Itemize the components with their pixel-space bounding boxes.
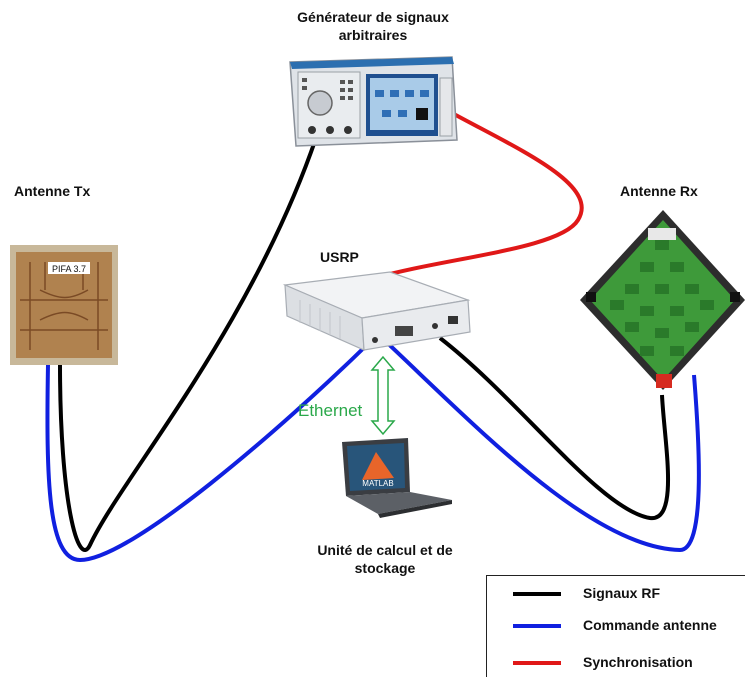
rf-cable-rx <box>438 336 671 521</box>
sync-cable <box>367 111 584 282</box>
rf-cable-tx <box>58 137 318 552</box>
command-cable-rx <box>380 336 701 553</box>
legend-item-sync: Synchronisation <box>487 653 745 673</box>
rx-antenna <box>580 210 745 390</box>
compute-label: Unité de calcul et de stockage <box>317 542 453 576</box>
legend-text-rf: Signaux RF <box>583 585 661 601</box>
antenna-rx-label: Antenne Rx <box>620 183 698 199</box>
legend-swatch-sync <box>513 661 561 665</box>
laptop: MATLAB <box>342 438 452 518</box>
antenna-tx-label: Antenne Tx <box>14 183 91 199</box>
signal-generator <box>289 56 458 147</box>
matlab-logo-text: MATLAB <box>362 479 393 488</box>
legend-swatch-command <box>513 624 561 628</box>
pifa-label: PIFA 3.7 <box>52 264 86 274</box>
legend-item-rf: Signaux RF <box>487 584 745 604</box>
ethernet-arrow <box>370 355 396 436</box>
usrp-device <box>282 271 471 351</box>
generator-label: Générateur de signaux arbitraires <box>297 9 449 43</box>
legend-text-command: Commande antenne <box>583 617 717 633</box>
tx-antenna: PIFA 3.7 <box>10 245 118 365</box>
legend: Signaux RF Commande antenne Synchronisat… <box>486 575 745 677</box>
command-cable-tx <box>45 338 374 563</box>
usrp-label: USRP <box>320 249 359 265</box>
ethernet-label: Ethernet <box>298 401 363 420</box>
legend-text-sync: Synchronisation <box>583 654 693 670</box>
legend-swatch-rf <box>513 592 561 596</box>
legend-item-command: Commande antenne <box>487 616 745 636</box>
